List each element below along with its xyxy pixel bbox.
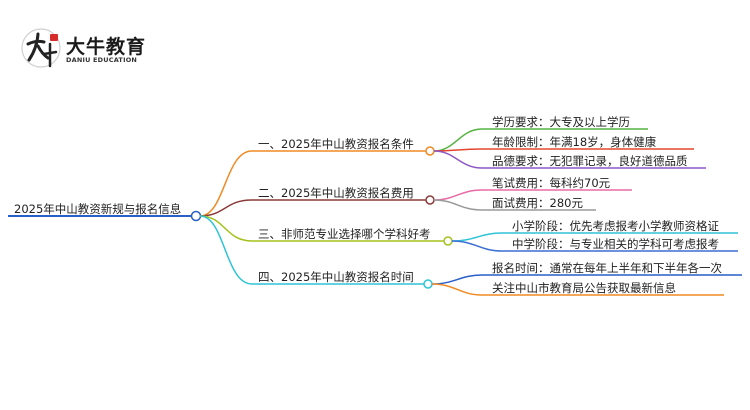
brand-logo: 大牛教育 DANIU EDUCATION [20, 26, 150, 72]
branch-2-label: 二、2025年中山教资报名费用 [258, 186, 414, 200]
leaf-connector [433, 150, 706, 169]
branch-1-dot [425, 146, 435, 156]
leaf-secondary: 中学阶段：与专业相关的学科可考虑报考 [512, 237, 719, 251]
leaf-primary: 小学阶段：优先考虑报考小学教师资格证 [512, 219, 719, 233]
mindmap-root: 2025年中山教资新规与报名信息 [14, 202, 182, 216]
daniu-logo-icon [21, 28, 61, 68]
leaf-interview-fee: 面试费用：280元 [492, 196, 583, 210]
branch-4-dot [423, 279, 433, 289]
branch-3-connector [199, 215, 444, 242]
leaf-written-fee: 笔试费用：每科约70元 [492, 176, 611, 190]
leaf-education: 学历要求：大专及以上学历 [492, 115, 630, 129]
leaf-connector [431, 283, 724, 296]
brand-name: 大牛教育 [66, 36, 147, 58]
leaf-connector [433, 148, 694, 152]
leaf-age: 年龄限制：年满18岁，身体健康 [492, 135, 657, 149]
branch-4-label: 四、2025年中山教资报名时间 [258, 270, 414, 284]
brand-subtitle: DANIU EDUCATION [66, 56, 138, 64]
leaf-registration-time: 报名时间：通常在每年上半年和下半年各一次 [492, 261, 722, 275]
branch-2-dot [425, 195, 435, 205]
leaf-morality: 品德要求：无犯罪记录，良好道德品质 [492, 154, 688, 168]
branch-1-label: 一、2025年中山教资报名条件 [258, 137, 414, 151]
leaf-connector [451, 240, 738, 252]
branch-3-dot [443, 236, 453, 246]
leaf-connector [433, 199, 596, 211]
branch-4-connector [199, 215, 424, 285]
branch-1-connector [199, 150, 426, 217]
branch-3-label: 三、非师范专业选择哪个学科好考 [258, 227, 431, 241]
root-node-dot [190, 210, 202, 222]
leaf-follow-notice: 关注中山市教育局公告获取最新信息 [492, 281, 676, 295]
branch-2-connector [199, 199, 426, 217]
